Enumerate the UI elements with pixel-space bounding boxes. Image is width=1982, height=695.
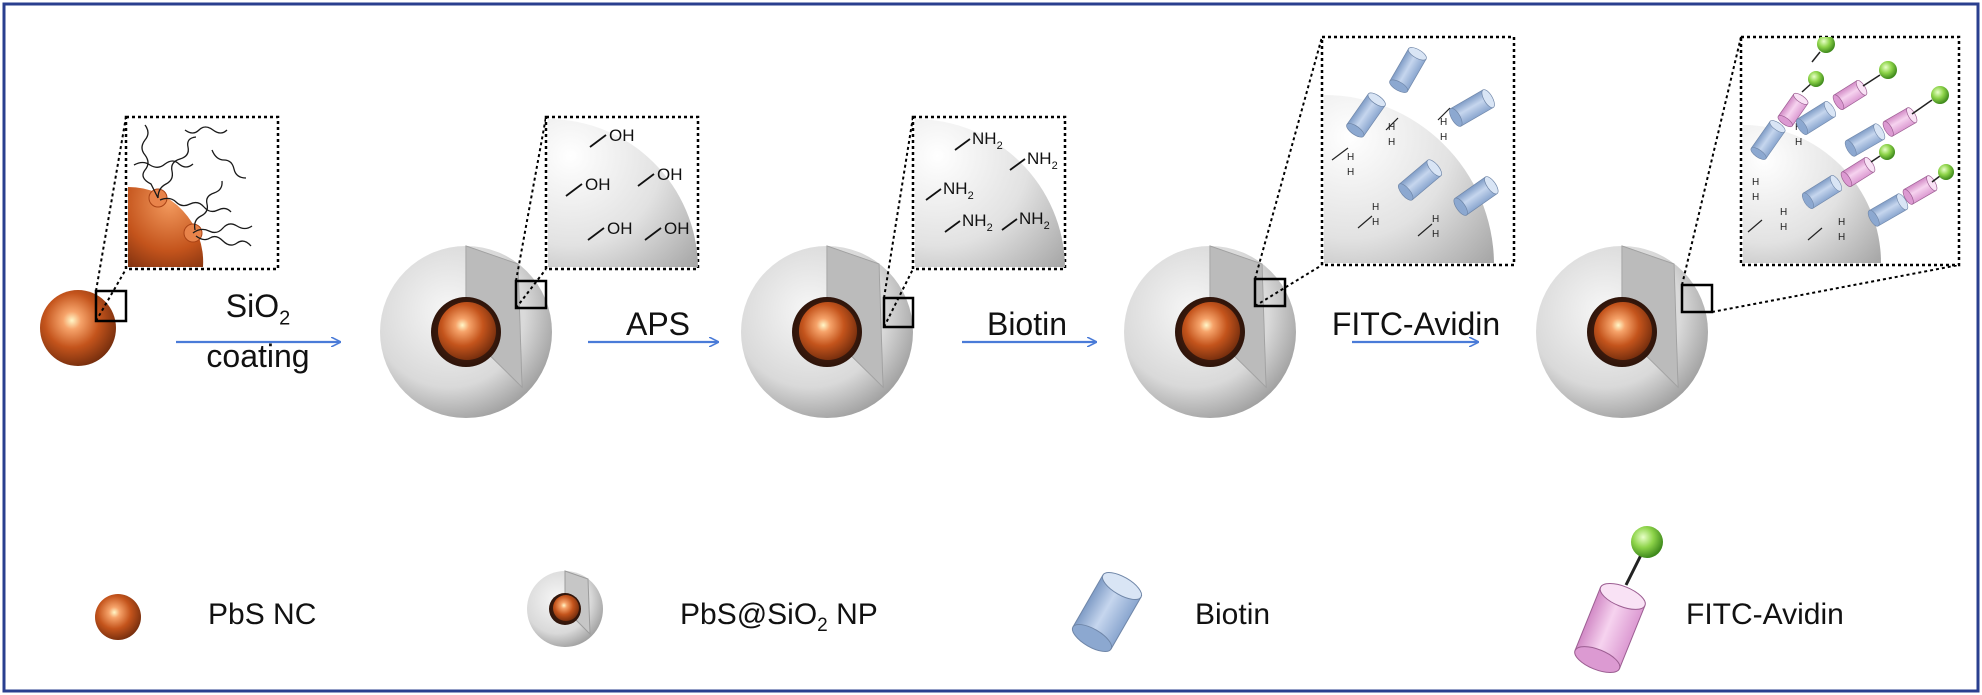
svg-text:H: H bbox=[1780, 207, 1787, 218]
stage-biotin: HH HH HH HH HH bbox=[1124, 35, 1516, 418]
svg-text:H: H bbox=[1347, 167, 1354, 178]
step-label-sio2: SiO bbox=[225, 288, 280, 324]
svg-text:H: H bbox=[1388, 137, 1395, 148]
legend-biotin-icon bbox=[1071, 572, 1143, 652]
step-label-fitc-avidin: FITC-Avidin bbox=[1331, 306, 1501, 342]
step-label-biotin: Biotin bbox=[986, 306, 1068, 342]
step-label-aps: APS bbox=[625, 306, 691, 342]
stage-pbs-nc bbox=[40, 115, 280, 366]
zoom-marker bbox=[514, 279, 548, 310]
svg-text:H: H bbox=[1372, 217, 1379, 228]
svg-text:H: H bbox=[1780, 222, 1787, 233]
pbs-core bbox=[799, 302, 857, 360]
step-label-sio2-coating: SiO2 coating bbox=[196, 289, 320, 373]
amine-groups: NH2 NH2 NH2 NH2 NH2 bbox=[925, 129, 1058, 234]
svg-text:H: H bbox=[1440, 132, 1447, 143]
pbs-core bbox=[438, 302, 496, 360]
amine-label: NH bbox=[1019, 209, 1044, 228]
zoom-marker bbox=[1680, 283, 1714, 314]
legend-label-pbs-nc: PbS NC bbox=[208, 598, 317, 631]
silica-surface bbox=[915, 119, 1065, 267]
hydroxyl-label: OH bbox=[609, 126, 635, 145]
svg-text:H: H bbox=[1838, 217, 1845, 228]
stage-sio2-coated: OH OH OH OH OH bbox=[380, 115, 700, 418]
svg-text:H: H bbox=[1440, 117, 1447, 128]
zoom-marker bbox=[1253, 277, 1287, 308]
svg-text:H: H bbox=[1432, 229, 1439, 240]
svg-text:H: H bbox=[1752, 192, 1759, 203]
legend bbox=[95, 526, 1663, 673]
stage-aps: NH2 NH2 NH2 NH2 NH2 bbox=[741, 115, 1067, 418]
legend-pbs-nc-icon bbox=[95, 594, 141, 640]
svg-text:NH2: NH2 bbox=[1027, 149, 1058, 172]
amine-label: NH bbox=[1027, 149, 1052, 168]
step-label-coating: coating bbox=[206, 338, 310, 375]
amine-label: NH bbox=[972, 129, 997, 148]
svg-text:NH2: NH2 bbox=[1019, 209, 1050, 232]
svg-text:H: H bbox=[1752, 177, 1759, 188]
zoom-marker bbox=[94, 289, 128, 323]
svg-text:NH2: NH2 bbox=[972, 129, 1003, 152]
svg-text:H: H bbox=[1838, 232, 1845, 243]
svg-text:H: H bbox=[1795, 137, 1802, 148]
svg-text:H: H bbox=[1372, 202, 1379, 213]
legend-label-fitc-avidin: FITC-Avidin bbox=[1686, 598, 1844, 631]
hydroxyl-label: OH bbox=[585, 175, 611, 194]
pbs-core bbox=[1594, 302, 1652, 360]
amine-label: NH bbox=[943, 179, 968, 198]
pbs-nanocrystal bbox=[40, 290, 116, 366]
silica-surface bbox=[548, 119, 698, 267]
svg-text:NH2: NH2 bbox=[943, 179, 974, 202]
svg-text:H: H bbox=[1432, 214, 1439, 225]
pbs-surface bbox=[128, 186, 204, 267]
hydroxyl-label: OH bbox=[657, 165, 683, 184]
legend-label-biotin: Biotin bbox=[1195, 598, 1271, 631]
hydroxyl-groups: OH OH OH OH OH bbox=[565, 126, 690, 241]
amine-label: NH bbox=[962, 211, 987, 230]
stage-fitc-avidin: HH HH HH HH bbox=[1536, 35, 1961, 418]
pbs-core bbox=[1182, 302, 1240, 360]
svg-text:H: H bbox=[1347, 152, 1354, 163]
svg-text:NH2: NH2 bbox=[962, 211, 993, 234]
avidin-complexes: HH HH HH HH bbox=[1747, 37, 1954, 243]
oleate-ligands bbox=[133, 124, 253, 247]
hydroxyl-label: OH bbox=[664, 219, 690, 238]
svg-text:H: H bbox=[1388, 122, 1395, 133]
hydroxyl-label: OH bbox=[607, 219, 633, 238]
legend-label-pbs-sio2-np: PbS@SiO2 NP bbox=[680, 598, 878, 636]
biotin-molecules: HH HH HH HH HH bbox=[1331, 44, 1501, 240]
legend-np-icon bbox=[527, 570, 603, 647]
legend-fitc-avidin-icon bbox=[1574, 526, 1663, 673]
